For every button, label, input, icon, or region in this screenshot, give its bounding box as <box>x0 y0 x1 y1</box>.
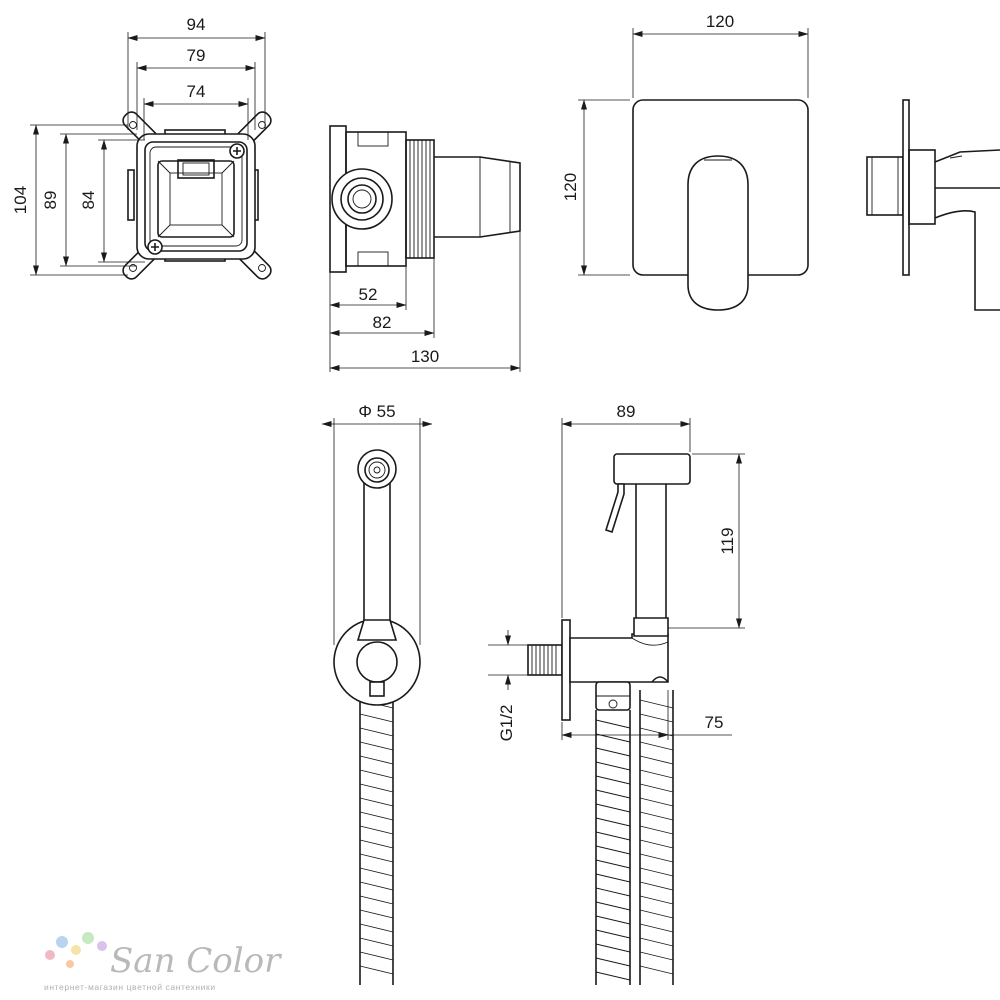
brand-dot <box>56 936 68 948</box>
holder-diameter-dimension: Φ 55 <box>321 402 433 645</box>
mounting-box-side-view <box>329 125 521 273</box>
box-height-dimensions: 104 89 84 <box>11 124 145 276</box>
sancolor-watermark: San Color интернет-магазин цветной санте… <box>44 932 282 992</box>
dim-plate-height: 120 <box>561 173 580 201</box>
side-depth-dimensions: 52 82 130 <box>329 232 521 372</box>
dim-sprayer-height: 119 <box>718 527 737 554</box>
brand-name: San Color <box>110 941 282 981</box>
brand-dot <box>82 932 94 944</box>
dim-79: 79 <box>187 46 206 65</box>
dim-plate-width: 120 <box>706 12 734 31</box>
sprayer-dimensions: 89 119 G1/2 75 <box>488 402 745 741</box>
box-width-dimensions: 94 79 74 <box>127 15 266 140</box>
dim-holder-diameter: Φ 55 <box>358 402 395 421</box>
brand-dot <box>71 945 81 955</box>
brand-tagline: интернет-магазин цветной сантехники <box>44 982 216 992</box>
dim-130: 130 <box>411 347 439 366</box>
dim-94: 94 <box>187 15 206 34</box>
dim-52: 52 <box>359 285 378 304</box>
dim-104: 104 <box>11 186 30 214</box>
shower-side-view <box>527 453 691 985</box>
dim-74: 74 <box>187 82 206 101</box>
cover-plate-side-view <box>866 99 1000 311</box>
dim-82: 82 <box>373 313 392 332</box>
dim-sprayer-length: 89 <box>617 402 636 421</box>
brand-dot <box>97 941 107 951</box>
dim-89: 89 <box>41 191 60 210</box>
brand-dot <box>45 950 55 960</box>
cover-plate-dimensions: 120 120 <box>561 12 809 276</box>
mounting-box-front-view <box>122 111 272 280</box>
brand-dot <box>66 960 74 968</box>
dim-outlet-length: 75 <box>705 713 724 732</box>
shower-front-view <box>333 449 421 985</box>
cover-plate-front-view <box>632 99 809 311</box>
brand-dots <box>45 932 107 968</box>
dim-thread: G1/2 <box>497 705 516 742</box>
dim-84: 84 <box>79 191 98 210</box>
